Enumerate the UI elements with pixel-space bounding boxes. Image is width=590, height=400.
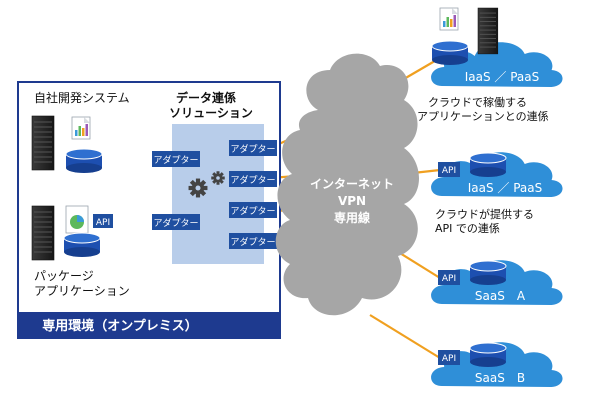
- network-line3: 専用線: [334, 210, 370, 225]
- database-icon: [431, 40, 469, 66]
- package-label-line2: アプリケーション: [34, 284, 130, 298]
- cloud-label: SaaS B: [475, 371, 525, 385]
- cloud-caption-line1: クラウドで稼働する: [428, 95, 527, 109]
- pie-document-icon: [65, 205, 89, 234]
- api-tag-label: API: [442, 274, 456, 284]
- network-cloud: インターネット VPN 専用線: [275, 53, 419, 316]
- svg-text:アダプター: アダプター: [153, 154, 198, 166]
- chart-document-icon: [71, 116, 91, 140]
- cloud-label: SaaS A: [475, 289, 526, 303]
- cloud-caption-line2: API での連係: [435, 221, 500, 235]
- cloud-label: IaaS ／ PaaS: [465, 70, 540, 84]
- database-icon: [469, 152, 507, 178]
- api-tag-label: API: [442, 354, 456, 364]
- cloud-label: IaaS ／ PaaS: [468, 181, 543, 195]
- api-tag: [93, 214, 113, 228]
- database-icon: [469, 342, 507, 368]
- network-line1: インターネット: [310, 177, 394, 191]
- svg-text:アダプター: アダプター: [230, 143, 275, 155]
- svg-text:アダプター: アダプター: [230, 236, 275, 248]
- api-tag: [438, 270, 460, 285]
- server-icon: [477, 7, 499, 55]
- database-icon: [65, 148, 103, 174]
- server-icon: [31, 115, 55, 171]
- adapter-box: アダプター: [229, 140, 277, 156]
- svg-text:アダプター: アダプター: [153, 217, 198, 229]
- cloud-iaas-paas-api: API IaaS ／ PaaS: [431, 152, 563, 197]
- adapter-box: アダプター: [152, 214, 200, 230]
- database-icon: [469, 260, 507, 286]
- network-line2: VPN: [338, 194, 366, 208]
- integration-title-line2: ソリューション: [169, 106, 253, 120]
- integration-title-line1: データ連係: [176, 90, 236, 105]
- api-tag: [438, 162, 460, 177]
- svg-text:アダプター: アダプター: [230, 174, 275, 186]
- api-tag-label: API: [96, 218, 110, 228]
- adapter-box: アダプター: [152, 151, 200, 167]
- cloud-caption-line2: アプリケーションとの連係: [417, 109, 549, 123]
- cloud-iaas-paas-app: IaaS ／ PaaS: [431, 7, 563, 87]
- adapter-box: アダプター: [229, 171, 277, 187]
- own-system-label: 自社開発システム: [34, 90, 130, 105]
- adapter-box: アダプター: [229, 233, 277, 249]
- cloud-saas-a: API SaaS A: [431, 260, 563, 305]
- onprem-footer-label: 専用環境（オンプレミス）: [42, 318, 198, 334]
- svg-text:アダプター: アダプター: [230, 205, 275, 217]
- package-label-line1: パッケージ: [34, 269, 94, 283]
- api-tag: [438, 350, 460, 365]
- database-icon: [63, 232, 101, 258]
- server-icon: [31, 205, 55, 261]
- cloud-caption-line1: クラウドが提供する: [435, 207, 534, 221]
- api-tag-label: API: [442, 166, 456, 176]
- chart-document-icon: [439, 7, 459, 31]
- cloud-saas-b: API SaaS B: [431, 342, 563, 387]
- adapter-box: アダプター: [229, 202, 277, 218]
